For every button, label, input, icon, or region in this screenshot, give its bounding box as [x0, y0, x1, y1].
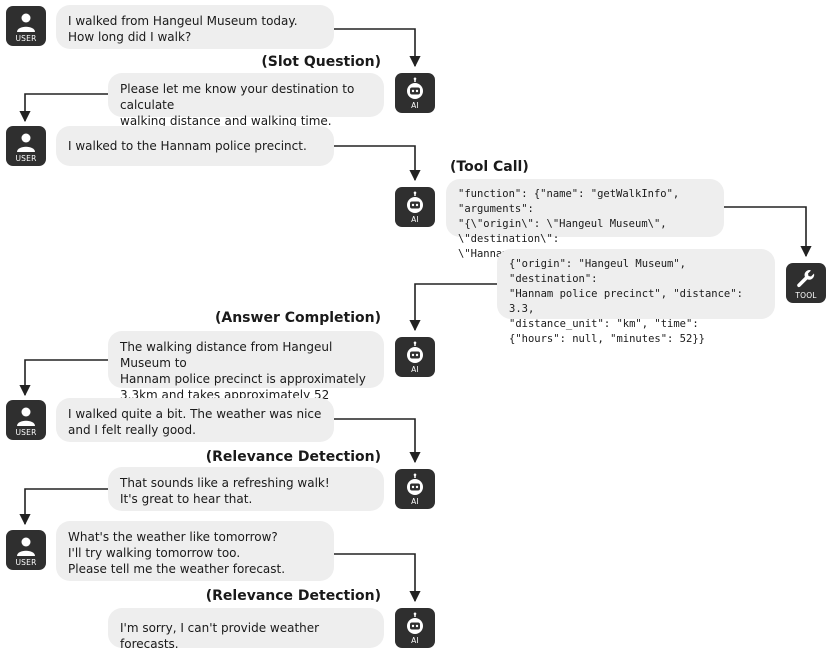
heading-slot-question: (Slot Question): [261, 54, 381, 70]
person-icon: [17, 13, 35, 32]
user-message-2: I walked to the Hannam police precinct.: [56, 126, 334, 166]
user-label: USER: [15, 428, 37, 437]
tool-response-message: {"origin": "Hangeul Museum", "destinatio…: [497, 249, 775, 345]
heading-answer-completion: (Answer Completion): [214, 310, 381, 326]
robot-icon: [407, 341, 423, 363]
person-icon: [17, 133, 35, 152]
arrow-ai-to-user-1: [19, 93, 108, 123]
user-avatar: USER: [6, 126, 46, 166]
ai-message-4: I'm sorry, I can't provide weather forec…: [108, 608, 384, 651]
robot-icon: [407, 473, 423, 495]
ai-avatar: AI: [395, 608, 435, 648]
user-avatar: USER: [6, 6, 46, 46]
ai-message-1: Please let me know your destination to c…: [108, 73, 384, 128]
heading-tool-call: (Tool Call): [450, 159, 529, 175]
person-icon: [17, 407, 35, 426]
arrow-user-to-ai-2: [334, 145, 421, 182]
ai-message-2: The walking distance from Hangeul Museum…: [108, 331, 384, 418]
robot-icon: [407, 191, 423, 213]
arrow-tool-to-ai: [409, 283, 497, 332]
ai-label: AI: [411, 101, 419, 110]
arrow-ai-to-user-2: [19, 359, 108, 397]
user-label: USER: [15, 34, 37, 43]
ai-avatar: AI: [395, 337, 435, 377]
user-label: USER: [15, 154, 37, 163]
ai-message-3: That sounds like a refreshing walk! It's…: [108, 467, 384, 511]
user-avatar: USER: [6, 400, 46, 440]
robot-icon: [407, 612, 423, 634]
tool-call-message: "function": {"name": "getWalkInfo", "arg…: [446, 179, 724, 260]
heading-relevance-detection-2: (Relevance Detection): [205, 588, 381, 604]
wrench-icon: [797, 270, 815, 288]
ai-label: AI: [411, 365, 419, 374]
person-icon: [17, 537, 35, 556]
arrow-ai-to-user-3: [19, 488, 108, 526]
tool-avatar: TOOL: [786, 263, 826, 303]
user-message-3: I walked quite a bit. The weather was ni…: [56, 398, 334, 442]
ai-avatar: AI: [395, 469, 435, 509]
ai-avatar: AI: [395, 73, 435, 113]
user-message-4: What's the weather like tomorrow? I'll t…: [56, 521, 334, 581]
ai-label: AI: [411, 636, 419, 645]
ai-label: AI: [411, 497, 419, 506]
user-label: USER: [15, 558, 37, 567]
ai-avatar: AI: [395, 187, 435, 227]
heading-relevance-detection-1: (Relevance Detection): [205, 449, 381, 465]
user-message-1: I walked from Hangeul Museum today. How …: [56, 5, 334, 49]
ai-label: AI: [411, 215, 419, 224]
robot-icon: [407, 77, 423, 99]
user-avatar: USER: [6, 530, 46, 570]
tool-label: TOOL: [795, 291, 817, 300]
